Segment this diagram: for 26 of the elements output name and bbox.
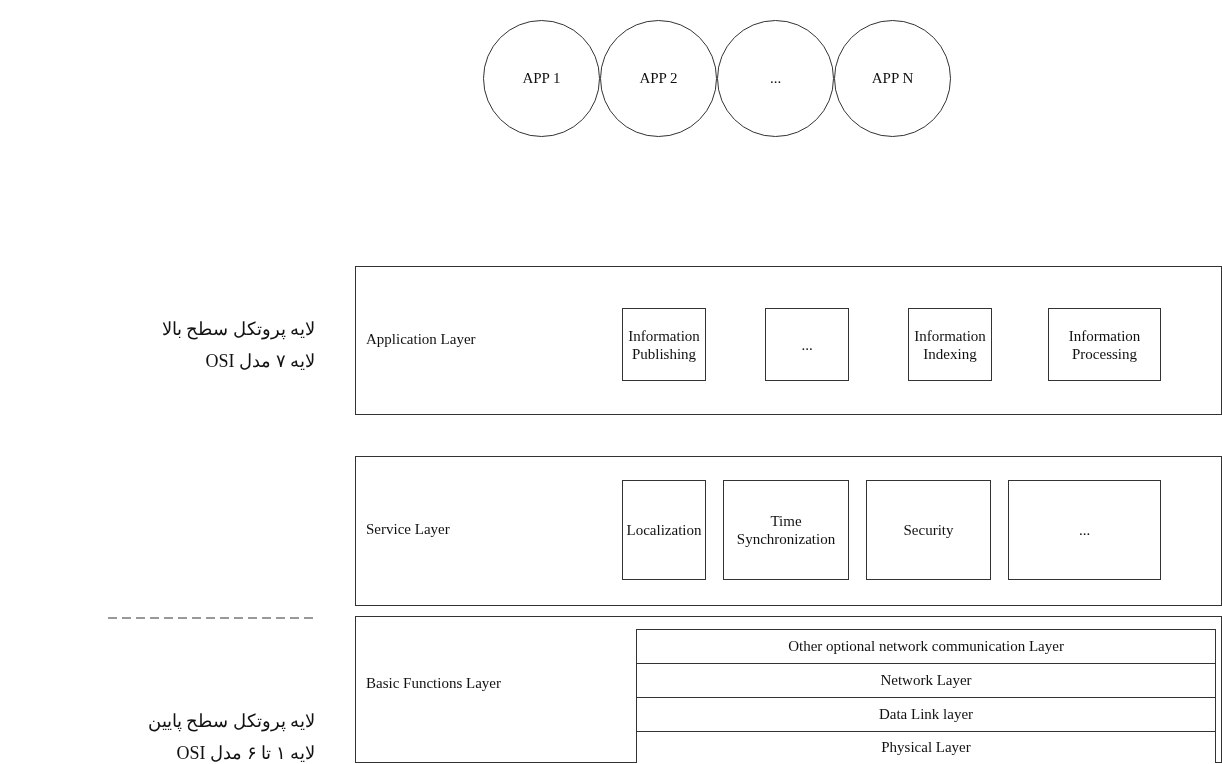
app-circle: APP 1 xyxy=(483,20,600,137)
function-box: Information Indexing xyxy=(908,308,992,381)
layer-note: لایه ۷ مدل OSI xyxy=(205,350,315,372)
layer-note: لایه ۱ تا ۶ مدل OSI xyxy=(176,742,315,764)
protocol-row: Other optional network communication Layer xyxy=(636,629,1216,663)
app-circle: APP 2 xyxy=(600,20,717,137)
layer-title: Service Layer xyxy=(366,521,450,538)
layer-band xyxy=(355,616,1222,763)
layer-title: Basic Functions Layer xyxy=(366,675,501,692)
layer-band xyxy=(355,456,1222,606)
protocol-row: Physical Layer xyxy=(636,731,1216,763)
function-box: Information Processing xyxy=(1048,308,1161,381)
layer-note: لایه پروتکل سطح بالا xyxy=(161,318,315,340)
protocol-row: Network Layer xyxy=(636,663,1216,697)
function-box: Time Synchronization xyxy=(723,480,849,580)
function-box: ... xyxy=(765,308,849,381)
app-circle: ... xyxy=(717,20,834,137)
function-box: ... xyxy=(1008,480,1161,580)
protocol-row: Data Link layer xyxy=(636,697,1216,731)
layer-title: Application Layer xyxy=(366,331,476,348)
layer-note: لایه پروتکل سطح پایین xyxy=(147,710,315,732)
function-box: Security xyxy=(866,480,991,580)
function-box: Information Publishing xyxy=(622,308,706,381)
app-circle: APP N xyxy=(834,20,951,137)
function-box: Localization xyxy=(622,480,706,580)
layer-band xyxy=(355,266,1222,415)
